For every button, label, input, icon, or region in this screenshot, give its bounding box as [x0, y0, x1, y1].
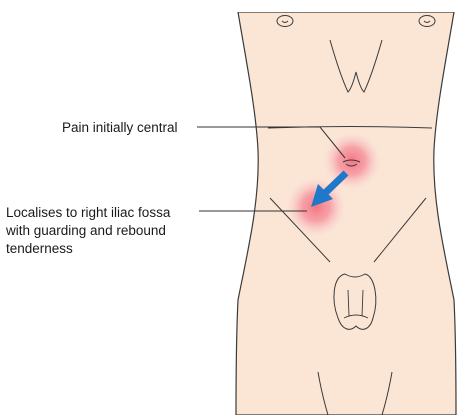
- label-localises-rif: Localises to right iliac fossa with guar…: [6, 204, 170, 258]
- label-localises-line-1: Localises to right iliac fossa: [6, 204, 170, 222]
- label-pain-initially-central: Pain initially central: [62, 119, 178, 137]
- label-pain-central-text: Pain initially central: [62, 119, 178, 137]
- genitalia-outline: [334, 274, 376, 329]
- label-localises-line-3: tenderness: [6, 240, 170, 258]
- label-localises-line-2: with guarding and rebound: [6, 222, 170, 240]
